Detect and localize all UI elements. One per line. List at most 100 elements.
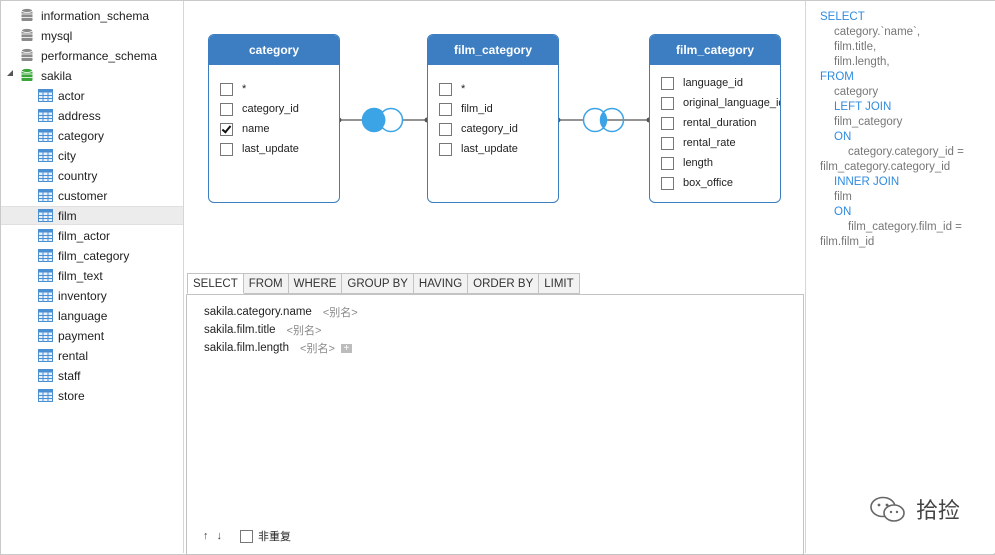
db-item-mysql[interactable]: mysql: [1, 26, 183, 45]
table-item-film[interactable]: film: [1, 206, 183, 225]
tab-group-by[interactable]: GROUP BY: [342, 273, 414, 294]
left-join-icon[interactable]: [361, 106, 405, 134]
move-up-icon[interactable]: ↑: [203, 530, 209, 542]
field-row[interactable]: film_id: [439, 101, 493, 117]
field-row[interactable]: length: [661, 155, 713, 171]
table-icon: [38, 189, 53, 202]
field-name: name: [242, 123, 270, 135]
table-item-film_actor[interactable]: film_actor: [1, 226, 183, 245]
field-row[interactable]: *: [220, 81, 246, 97]
field-expression: sakila.film.length: [204, 342, 290, 354]
tab-select[interactable]: SELECT: [187, 273, 244, 294]
table-item-inventory[interactable]: inventory: [1, 286, 183, 305]
table-item-country[interactable]: country: [1, 166, 183, 185]
field-checkbox[interactable]: [661, 76, 674, 90]
field-row[interactable]: last_update: [439, 141, 518, 157]
field-row[interactable]: language_id: [661, 75, 743, 91]
sql-text: film: [834, 191, 852, 203]
select-field-row[interactable]: sakila.category.name <别名>: [204, 304, 358, 320]
field-name: film_id: [461, 103, 493, 115]
field-expression: sakila.category.name: [204, 306, 312, 318]
field-name: category_id: [242, 103, 299, 115]
table-item-actor[interactable]: actor: [1, 86, 183, 105]
field-checkbox[interactable]: [220, 102, 233, 116]
table-label: film_text: [58, 268, 103, 283]
field-name: box_office: [683, 177, 733, 189]
sql-text: film.film_id: [820, 236, 875, 248]
field-checkbox[interactable]: [661, 156, 674, 170]
field-row[interactable]: name: [220, 121, 270, 137]
select-field-row[interactable]: sakila.film.title<别名>: [204, 322, 321, 338]
field-row[interactable]: category_id: [439, 121, 518, 137]
tab-from[interactable]: FROM: [243, 273, 289, 294]
table-label: address: [58, 108, 101, 123]
field-checkbox[interactable]: [439, 82, 452, 96]
table-item-film_text[interactable]: film_text: [1, 266, 183, 285]
entity-title: category: [209, 35, 339, 65]
distinct-checkbox[interactable]: [240, 529, 253, 543]
table-icon: [38, 209, 53, 222]
field-row[interactable]: original_language_id: [661, 95, 780, 111]
sql-text: film.length,: [834, 56, 890, 68]
move-down-icon[interactable]: ↓: [216, 530, 223, 542]
field-checkbox[interactable]: [220, 122, 233, 136]
field-checkbox[interactable]: [220, 82, 233, 96]
field-row[interactable]: category_id: [220, 101, 299, 117]
database-icon: [21, 48, 33, 61]
alias-input[interactable]: <别名>: [286, 325, 322, 337]
table-label: store: [58, 388, 85, 403]
field-checkbox[interactable]: [439, 122, 452, 136]
table-item-store[interactable]: store: [1, 386, 183, 405]
db-item-information_schema[interactable]: information_schema: [1, 6, 183, 25]
db-item-performance_schema[interactable]: performance_schema: [1, 46, 183, 65]
inner-join-icon[interactable]: [582, 106, 626, 134]
field-checkbox[interactable]: [661, 176, 674, 190]
field-row[interactable]: rental_duration: [661, 115, 756, 131]
collapse-arrow-icon[interactable]: [7, 70, 13, 76]
field-row[interactable]: box_office: [661, 175, 733, 191]
select-field-row[interactable]: sakila.film.length <别名> +: [204, 340, 352, 356]
field-checkbox[interactable]: [220, 142, 233, 156]
tab-having[interactable]: HAVING: [413, 273, 469, 294]
db-item-sakila[interactable]: sakila: [1, 66, 183, 85]
sql-text: category.category_id =: [848, 146, 964, 158]
alias-input[interactable]: <别名>: [300, 343, 335, 355]
field-row[interactable]: last_update: [220, 141, 299, 157]
table-item-language[interactable]: language: [1, 306, 183, 325]
field-row[interactable]: rental_rate: [661, 135, 736, 151]
entity-title: film_category: [428, 35, 558, 65]
table-item-payment[interactable]: payment: [1, 326, 183, 345]
select-clause-panel: sakila.category.name<别名>sakila.film.titl…: [186, 294, 804, 555]
tab-limit[interactable]: LIMIT: [539, 273, 580, 294]
table-icon: [38, 89, 53, 102]
field-checkbox[interactable]: [661, 96, 674, 110]
entity-film_category[interactable]: film_category * film_id category_id last_upd…: [427, 34, 559, 203]
field-name: category_id: [461, 123, 518, 135]
field-checkbox[interactable]: [661, 116, 674, 130]
field-name: length: [683, 157, 713, 169]
field-checkbox[interactable]: [439, 142, 452, 156]
add-field-icon[interactable]: +: [340, 343, 352, 353]
field-name: *: [242, 83, 247, 95]
panel-footer: ↑ ↓ 非重复: [203, 528, 291, 544]
field-checkbox[interactable]: [661, 136, 674, 150]
field-row[interactable]: *: [439, 81, 465, 97]
table-item-city[interactable]: city: [1, 146, 183, 165]
table-item-category[interactable]: category: [1, 126, 183, 145]
tab-order-by[interactable]: ORDER BY: [468, 273, 540, 294]
database-icon: [21, 8, 33, 21]
tab-where[interactable]: WHERE: [288, 273, 343, 294]
table-item-rental[interactable]: rental: [1, 346, 183, 365]
table-item-address[interactable]: address: [1, 106, 183, 125]
table-item-customer[interactable]: customer: [1, 186, 183, 205]
alias-input[interactable]: <别名>: [322, 307, 358, 319]
field-name: last_update: [461, 143, 518, 155]
field-checkbox[interactable]: [439, 102, 452, 116]
table-item-film_category[interactable]: film_category: [1, 246, 183, 265]
table-item-staff[interactable]: staff: [1, 366, 183, 385]
table-label: inventory: [58, 288, 107, 303]
table-icon: [38, 329, 53, 342]
